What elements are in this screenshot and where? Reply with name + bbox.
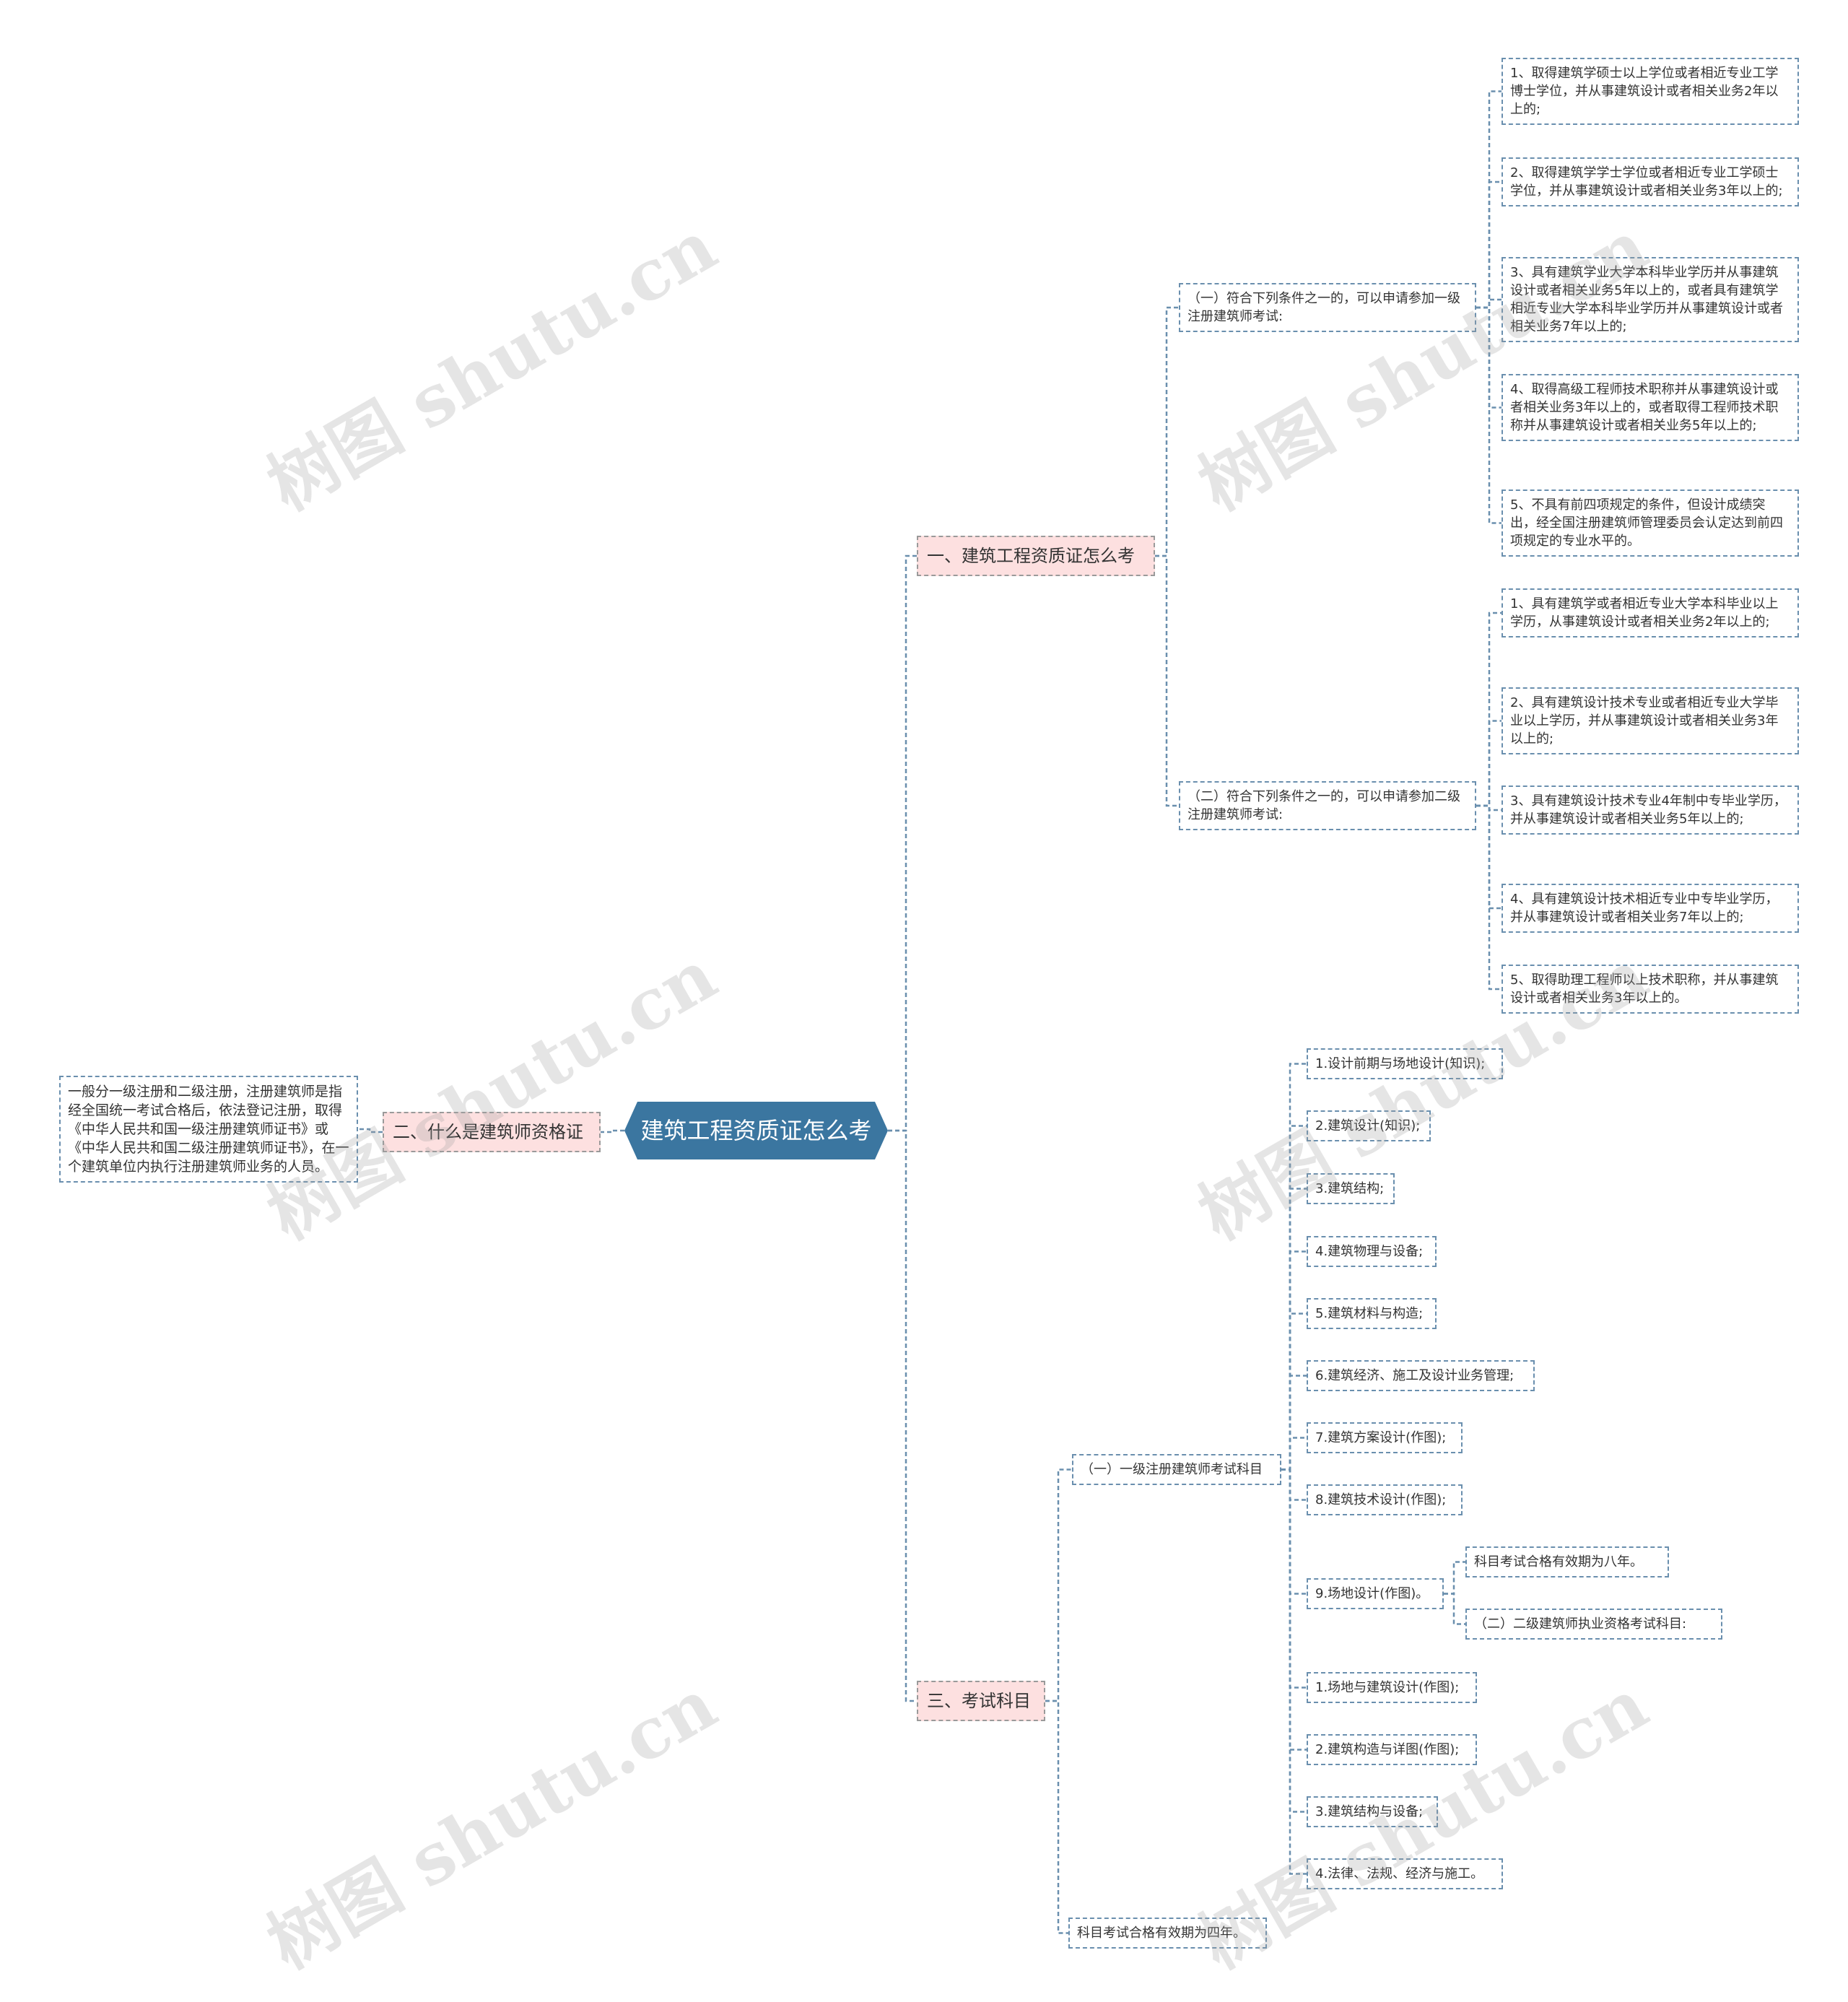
connector-line: [1281, 1468, 1307, 1751]
connector-line: [1281, 1188, 1307, 1471]
connector-line: [1281, 1468, 1307, 1813]
connector-line: [1045, 1468, 1072, 1702]
branch-1-node[interactable]: 一、建筑工程资质证怎么考: [917, 536, 1155, 576]
group-a-item-1[interactable]: 1、取得建筑学硕士以上学位或者相近专业工学博士学位，并从事建筑设计或者相关业务2…: [1502, 58, 1799, 125]
subject-item-3[interactable]: 3.建筑结构;: [1307, 1173, 1395, 1204]
subject-item-7[interactable]: 7.建筑方案设计(作图);: [1307, 1422, 1463, 1453]
connector-line: [1476, 720, 1502, 807]
watermark: 树图 shutu.cn: [254, 204, 730, 527]
connector-line: [1281, 1313, 1307, 1471]
connector-line: [1476, 804, 1502, 991]
branch-3-node[interactable]: 三、考试科目: [917, 1681, 1045, 1721]
subject-item-5[interactable]: 5.建筑材料与构造;: [1307, 1298, 1437, 1329]
branch-3-footer[interactable]: 科目考试合格有效期为四年。: [1068, 1918, 1267, 1949]
subject-item-6[interactable]: 6.建筑经济、施工及设计业务管理;: [1307, 1360, 1535, 1391]
group-b-item-3[interactable]: 3、具有建筑设计技术专业4年制中专毕业学历，并从事建筑设计或者相关业务5年以上的…: [1502, 785, 1799, 835]
root-label: 建筑工程资质证怎么考: [640, 1117, 872, 1144]
connector-line: [1281, 1437, 1307, 1471]
subject-9-validity[interactable]: 科目考试合格有效期为八年。: [1465, 1546, 1669, 1577]
connector-line: [1476, 612, 1502, 807]
subject-item-11[interactable]: 2.建筑构造与详图(作图);: [1307, 1734, 1477, 1765]
branch-1-group-b[interactable]: （二）符合下列条件之一的，可以申请参加二级注册建筑师考试:: [1179, 781, 1476, 830]
subject-item-12[interactable]: 3.建筑结构与设备;: [1307, 1796, 1438, 1827]
group-a-item-2[interactable]: 2、取得建筑学学士学位或者相近专业工学硕士学位，并从事建筑设计或者相关业务3年以…: [1502, 157, 1799, 206]
connector-line: [888, 1129, 917, 1702]
group-a-item-4[interactable]: 4、取得高级工程师技术职称并从事建筑设计或者相关业务3年以上的，或者取得工程师技…: [1502, 374, 1799, 441]
watermark: 树图 shutu.cn: [1185, 933, 1661, 1256]
subject-item-13[interactable]: 4.法律、法规、经济与施工。: [1307, 1858, 1503, 1889]
subject-item-1[interactable]: 1.设计前期与场地设计(知识);: [1307, 1048, 1503, 1079]
connector-line: [888, 554, 917, 1132]
connector-line: [1476, 804, 1502, 811]
root-hexagon-shape: [624, 1102, 888, 1159]
group-b-item-4[interactable]: 4、具有建筑设计技术相近专业中专毕业学历，并从事建筑设计或者相关业务7年以上的;: [1502, 884, 1799, 933]
connector-line: [1281, 1468, 1307, 1875]
branch-1-group-a[interactable]: （一）符合下列条件之一的，可以申请参加一级注册建筑师考试:: [1179, 283, 1476, 332]
connector-line: [1281, 1468, 1307, 1689]
group-a-item-3[interactable]: 3、具有建筑学业大学本科毕业学历并从事建筑设计或者相关业务5年以上的，或者具有建…: [1502, 257, 1799, 342]
branch-2-detail[interactable]: 一般分一级注册和二级注册，注册建筑师是指经全国统一考试合格后，依法登记注册，取得…: [59, 1076, 358, 1183]
connector-line: [1155, 306, 1179, 557]
branch-3-label: 三、考试科目: [927, 1691, 1031, 1711]
watermark: 树图 shutu.cn: [1185, 204, 1661, 527]
branch-2-label: 二、什么是建筑师资格证: [393, 1122, 583, 1142]
connector-line: [1045, 1699, 1068, 1934]
subject-item-4[interactable]: 4.建筑物理与设备;: [1307, 1236, 1437, 1267]
connector-line: [601, 1129, 624, 1133]
connector-line: [1444, 1593, 1465, 1625]
connector-line: [1444, 1561, 1465, 1595]
root-node[interactable]: 建筑工程资质证怎么考: [624, 1102, 888, 1159]
group-a-item-5[interactable]: 5、不具有前四项规定的条件，但设计成绩突出，经全国注册建筑师管理委员会认定达到前…: [1502, 489, 1799, 557]
branch-2-node[interactable]: 二、什么是建筑师资格证: [383, 1112, 601, 1152]
connector-line: [1281, 1468, 1307, 1595]
connector-line: [1281, 1375, 1307, 1471]
subject-9-level-2-title[interactable]: （二）二级建筑师执业资格考试科目:: [1465, 1609, 1722, 1640]
group-b-item-5[interactable]: 5、取得助理工程师以上技术职称，并从事建筑设计或者相关业务3年以上的。: [1502, 965, 1799, 1014]
connector-line: [1281, 1468, 1307, 1501]
branch-1-label: 一、建筑工程资质证怎么考: [927, 546, 1135, 566]
subject-item-8[interactable]: 8.建筑技术设计(作图);: [1307, 1484, 1463, 1515]
watermark: 树图 shutu.cn: [254, 1663, 730, 1985]
group-b-item-2[interactable]: 2、具有建筑设计技术专业或者相近专业大学毕业以上学历，并从事建筑设计或者相关业务…: [1502, 687, 1799, 754]
branch-3-group-a[interactable]: （一）一级注册建筑师考试科目: [1072, 1454, 1281, 1485]
group-b-item-1[interactable]: 1、具有建筑学或者相近专业大学本科毕业以上学历，从事建筑设计或者相关业务2年以上…: [1502, 588, 1799, 637]
subject-item-2[interactable]: 2.建筑设计(知识);: [1307, 1110, 1431, 1141]
connector-line: [1155, 554, 1179, 807]
subject-item-10[interactable]: 1.场地与建筑设计(作图);: [1307, 1672, 1477, 1703]
subject-item-9[interactable]: 9.场地设计(作图)。: [1307, 1578, 1444, 1609]
connector-line: [1281, 1250, 1307, 1471]
connector-line: [1476, 804, 1502, 910]
